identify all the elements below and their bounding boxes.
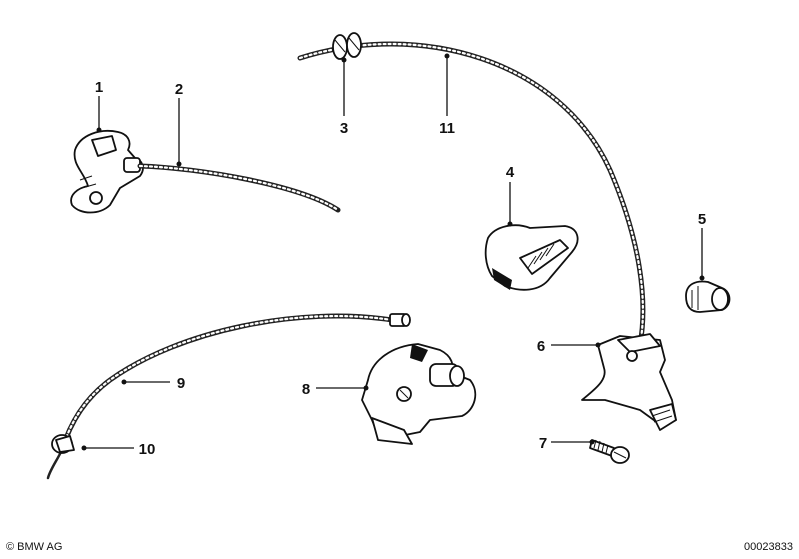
- callout-number: 8: [302, 381, 310, 398]
- callout-number: 4: [506, 164, 515, 181]
- callout-number: 6: [537, 338, 545, 355]
- callout-11: 11: [439, 53, 455, 137]
- callout-4: 4: [506, 164, 515, 227]
- callout-2: 2: [175, 81, 183, 167]
- callout-8: 8: [302, 381, 369, 398]
- cover-4: [484, 224, 579, 291]
- callout-number: 2: [175, 81, 183, 98]
- callout-9: 9: [121, 375, 185, 392]
- callout-6: 6: [537, 338, 601, 355]
- callout-number: 3: [340, 120, 348, 137]
- callout-number: 7: [539, 435, 547, 452]
- callout-number: 9: [177, 375, 185, 392]
- callout-7: 7: [539, 435, 595, 452]
- callout-number: 1: [95, 79, 103, 96]
- copyright-notice: © BMW AG: [6, 541, 63, 553]
- cable-9: [46, 313, 395, 480]
- cable-end-9: [389, 313, 411, 327]
- screw-7: [589, 439, 630, 464]
- switch-8: [361, 343, 477, 445]
- bracket-1: [70, 130, 144, 214]
- nipple-10: [51, 434, 75, 454]
- clamp-3: [332, 32, 362, 60]
- callout-number: 5: [698, 211, 706, 228]
- callout-number: 11: [439, 120, 455, 137]
- callout-number: 10: [139, 441, 156, 458]
- cable-11: [297, 41, 646, 348]
- callout-5: 5: [698, 211, 706, 281]
- callout-3: 3: [340, 57, 348, 137]
- grommet-5: [685, 280, 731, 313]
- callout-10: 10: [81, 441, 156, 458]
- cable-2: [137, 163, 341, 213]
- bracket-6: [581, 333, 677, 431]
- document-number: 00023833: [744, 541, 793, 553]
- callout-1: 1: [95, 79, 103, 133]
